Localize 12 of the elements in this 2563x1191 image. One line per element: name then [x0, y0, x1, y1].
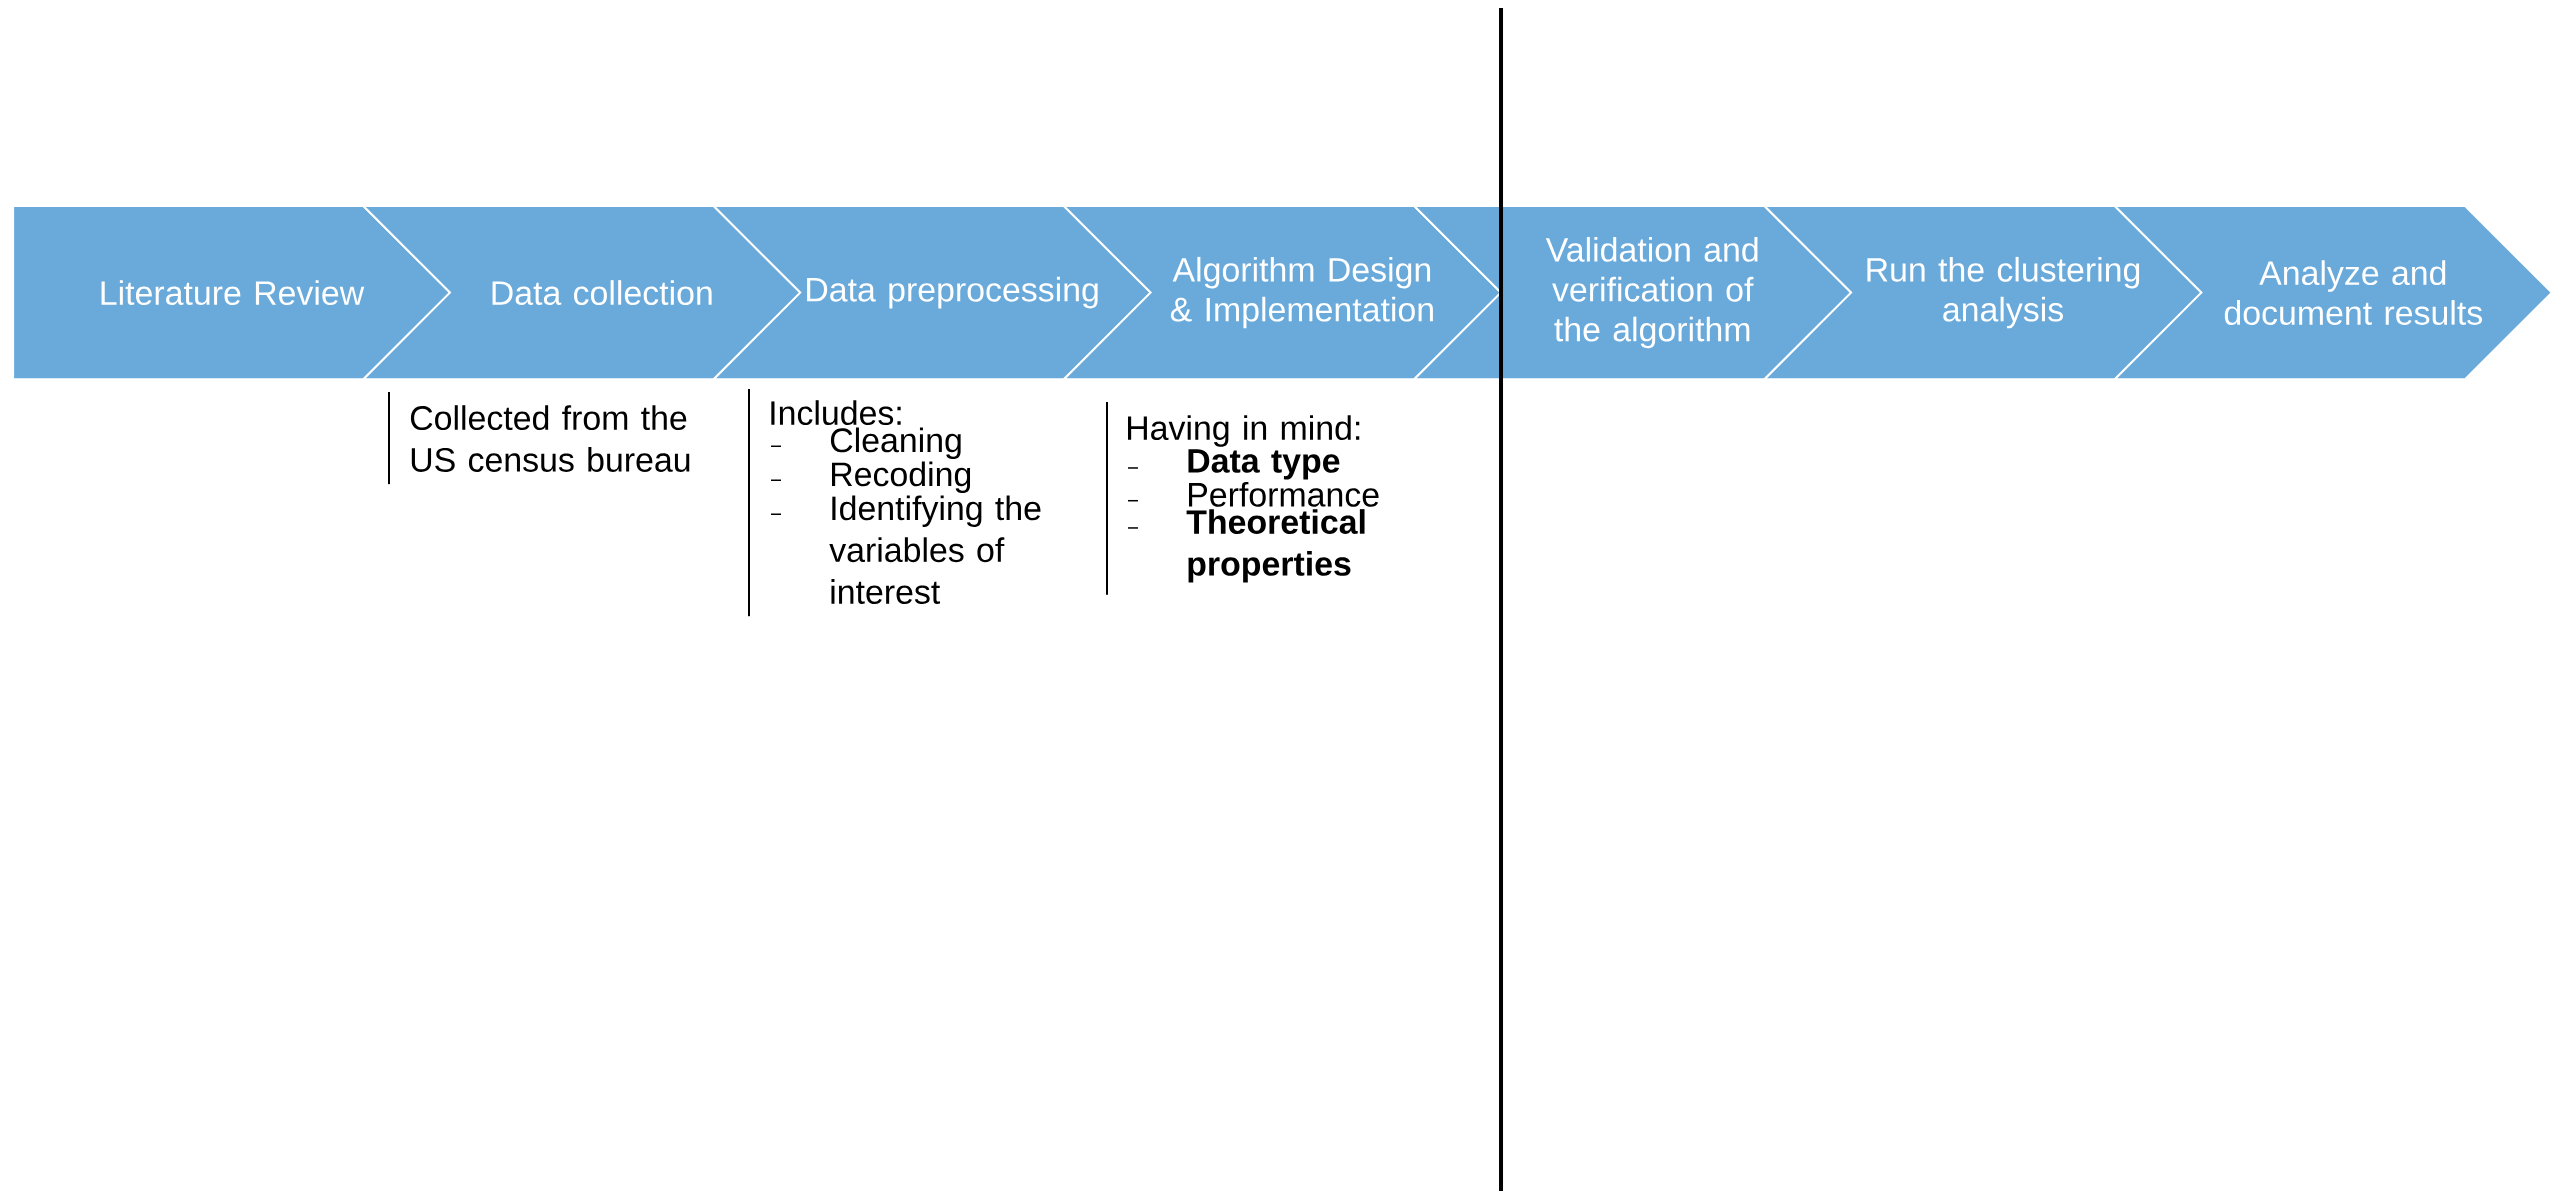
- note-text: Collected from the US census bureau: [410, 405, 690, 472]
- list-item: Data type: [1188, 449, 1340, 480]
- chevron-step: Run the clustering analysis: [1762, 205, 2203, 381]
- list-item: Theoretical properties: [1186, 509, 1365, 583]
- list-item: Cleaning: [830, 427, 961, 460]
- note-text: Includes:: [771, 400, 901, 426]
- node-label: Analyze and document results: [2224, 260, 2482, 325]
- chevron-step: Data preprocessing: [711, 205, 1153, 381]
- list-item: Identifying the variables of interest: [829, 495, 1041, 604]
- note-text: Having in mind:: [1128, 415, 1360, 447]
- list-item: Performance: [1189, 481, 1379, 507]
- list-item: Recoding: [832, 461, 971, 494]
